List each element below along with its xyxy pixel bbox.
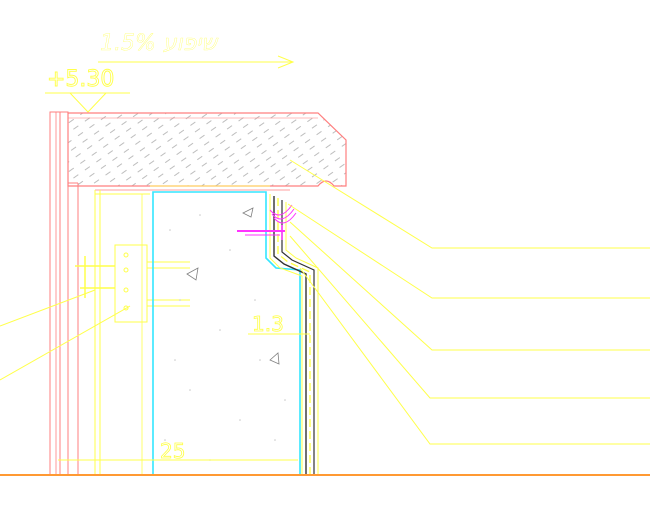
slope-annotation: שיפוע 1.5% <box>98 31 295 69</box>
slope-label: שיפוע 1.5% <box>100 31 218 56</box>
elevation-label: +5.30 <box>47 67 114 92</box>
dimension-vertical: 1.3 <box>248 312 310 336</box>
leader-lines <box>0 159 650 445</box>
slope-arrow-head <box>277 55 295 69</box>
top-slab <box>67 112 347 191</box>
sealant-detail <box>237 204 297 240</box>
dim-vertical-label: 1.3 <box>252 312 284 336</box>
dimension-horizontal: 25 <box>58 439 298 463</box>
elevation-triangle <box>69 92 107 113</box>
concrete-column <box>152 191 301 475</box>
elevation-marker: +5.30 <box>45 67 130 113</box>
inner-frame <box>94 185 270 475</box>
anchor-bracket <box>75 244 190 323</box>
dim-horizontal-label: 25 <box>160 439 185 463</box>
